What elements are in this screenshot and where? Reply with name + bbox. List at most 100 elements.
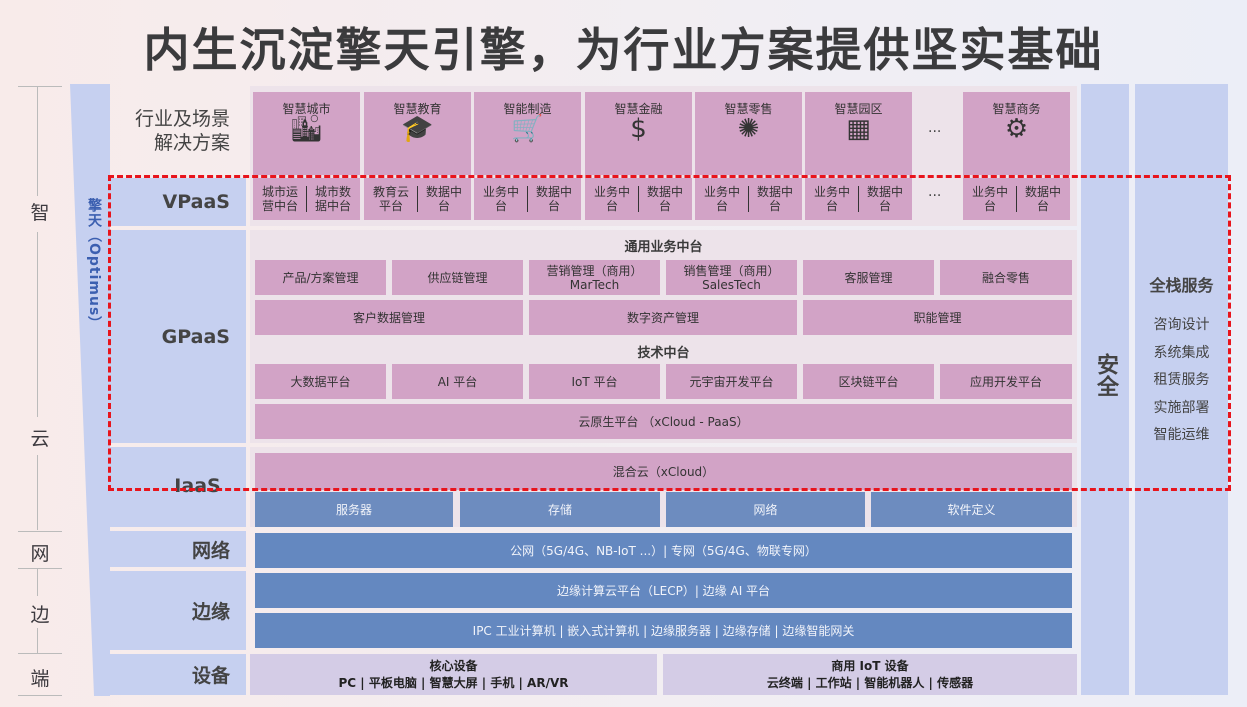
vpaas-item: 业务中台 bbox=[971, 185, 1008, 213]
iot-devices-title: 商用 IoT 设备 bbox=[831, 658, 909, 673]
business-item-text: 营销管理（商用）MarTech bbox=[546, 263, 643, 292]
tech-item: 应用开发平台 bbox=[940, 364, 1072, 399]
person-chart-icon: ⚙ bbox=[1004, 114, 1029, 144]
industry-card[interactable]: 智慧金融$ bbox=[585, 92, 692, 175]
vpaas-card: 业务中台数据中台 bbox=[585, 178, 692, 220]
vpaas-item: 数据中台 bbox=[866, 185, 903, 213]
vpaas-item: 数据中台 bbox=[535, 185, 572, 213]
brain-icon: ✺ bbox=[737, 114, 760, 144]
security-column: 安全 bbox=[1081, 84, 1129, 695]
business-item: 数字资产管理 bbox=[529, 300, 797, 335]
industry-card-name: 智能制造 bbox=[503, 102, 552, 116]
vpaas-item: 数据中台 bbox=[646, 185, 683, 213]
layer-label-network: 网络 bbox=[109, 531, 246, 567]
vpaas-card: 业务中台数据中台 bbox=[474, 178, 581, 220]
divider bbox=[748, 186, 749, 212]
engine-label: 擎天（Optimus） bbox=[86, 198, 102, 332]
industry-card-name: 智慧园区 bbox=[834, 102, 883, 116]
graduation-cap-icon: 🎓 bbox=[401, 114, 434, 144]
industry-label-text: 行业及场景解决方案 bbox=[134, 107, 230, 154]
divider bbox=[417, 186, 418, 212]
vpaas-item: 城市数据中台 bbox=[314, 185, 351, 213]
core-devices: 核心设备 PC | 平板电脑 | 智慧大屏 | 手机 | AR/VR bbox=[250, 654, 657, 695]
axis-line bbox=[37, 568, 38, 596]
page-title: 内生沉淀擎天引擎，为行业方案提供坚实基础 bbox=[143, 23, 1104, 77]
iaas-item: 软件定义 bbox=[871, 492, 1072, 527]
industry-card-name: 智慧商务 bbox=[992, 102, 1041, 116]
full-stack-item: 系统集成 bbox=[1153, 344, 1210, 361]
layer-label-iaas: IaaS bbox=[109, 447, 246, 527]
industry-card[interactable]: 智慧教育🎓 bbox=[364, 92, 471, 175]
tech-middle-title: 技术中台 bbox=[637, 346, 690, 361]
vpaas-card: 城市运营中台城市数据中台 bbox=[253, 178, 360, 220]
core-devices-title: 核心设备 bbox=[429, 658, 478, 673]
vpaas-item: 业务中台 bbox=[813, 185, 850, 213]
industry-card-name: 智慧零售 bbox=[724, 102, 773, 116]
vpaas-item: 数据中台 bbox=[425, 185, 462, 213]
industry-card-name: 智慧城市 bbox=[282, 102, 331, 116]
business-item: 职能管理 bbox=[803, 300, 1072, 335]
vpaas-item: 业务中台 bbox=[482, 185, 519, 213]
coin-dollar-icon: $ bbox=[630, 114, 647, 144]
vpaas-item: 业务中台 bbox=[593, 185, 630, 213]
industry-card[interactable]: 智慧园区▦ bbox=[805, 92, 912, 175]
ellipsis: ... bbox=[928, 184, 942, 200]
axis-line bbox=[37, 232, 38, 417]
axis-label: 云 bbox=[30, 428, 50, 450]
full-stack-item: 租赁服务 bbox=[1153, 372, 1210, 388]
tech-item: 区块链平台 bbox=[803, 364, 934, 399]
iaas-item: 服务器 bbox=[255, 492, 453, 527]
full-stack-item: 咨询设计 bbox=[1153, 317, 1210, 333]
full-stack-column: 全栈服务 咨询设计系统集成租赁服务实施部署智能运维 bbox=[1135, 84, 1228, 695]
vpaas-item: 数据中台 bbox=[1024, 185, 1061, 213]
vpaas-item: 业务中台 bbox=[703, 185, 740, 213]
cloud-native-platform: 云原生平台 （xCloud - PaaS） bbox=[255, 404, 1072, 439]
axis-line bbox=[37, 86, 38, 196]
axis-label: 端 bbox=[30, 668, 50, 690]
layer-label-gpaas: GPaaS bbox=[109, 230, 246, 443]
industry-card-name: 智慧金融 bbox=[614, 102, 663, 116]
iot-devices: 商用 IoT 设备云终端 | 工作站 | 智能机器人 | 传感器 bbox=[663, 654, 1077, 695]
axis-tick bbox=[18, 86, 62, 87]
industry-card[interactable]: 智能制造🛒 bbox=[474, 92, 581, 175]
industry-card[interactable]: 智慧零售✺ bbox=[695, 92, 802, 175]
axis-tick bbox=[18, 695, 62, 696]
business-item: 客服管理 bbox=[803, 260, 934, 295]
edge-hardware-bar: IPC 工业计算机 | 嵌入式计算机 | 边缘服务器 | 边缘存储 | 边缘智能… bbox=[255, 613, 1072, 648]
full-stack-title: 全栈服务 bbox=[1149, 276, 1214, 295]
cart-icon: 🛒 bbox=[511, 114, 544, 144]
business-item: 销售管理（商用）SalesTech bbox=[666, 260, 797, 295]
iaas-item: 存储 bbox=[460, 492, 660, 527]
vpaas-card: 教育云平台数据中台 bbox=[364, 178, 471, 220]
ellipsis: ... bbox=[928, 120, 942, 136]
network-bar: 公网（5G/4G、NB-IoT ...）| 专网（5G/4G、物联专网） bbox=[255, 533, 1072, 568]
core-devices-items: PC | 平板电脑 | 智慧大屏 | 手机 | AR/VR bbox=[338, 675, 569, 690]
business-item: 客户数据管理 bbox=[255, 300, 523, 335]
building-icon: ▦ bbox=[846, 114, 871, 144]
layer-label-device: 设备 bbox=[109, 654, 246, 695]
axis-tick bbox=[18, 653, 62, 654]
tech-item: 元宇宙开发平台 bbox=[666, 364, 797, 399]
hybrid-cloud: 混合云（xCloud） bbox=[255, 453, 1072, 490]
tech-item: 大数据平台 bbox=[255, 364, 386, 399]
tech-item: AI 平台 bbox=[392, 364, 523, 399]
edge-platform-bar: 边缘计算云平台（LECP）| 边缘 AI 平台 bbox=[255, 573, 1072, 608]
full-stack-item: 实施部署 bbox=[1153, 399, 1210, 416]
full-stack-item: 智能运维 bbox=[1153, 427, 1210, 443]
divider bbox=[306, 186, 307, 212]
business-middle-title: 通用业务中台 bbox=[624, 240, 703, 255]
vpaas-card: 业务中台数据中台 bbox=[805, 178, 912, 220]
layer-label-edge: 边缘 bbox=[109, 571, 246, 650]
industry-card[interactable]: 智慧城市🏙 bbox=[253, 92, 360, 175]
business-item: 产品/方案管理 bbox=[255, 260, 386, 295]
tech-item: IoT 平台 bbox=[529, 364, 660, 399]
divider bbox=[1016, 186, 1017, 212]
security-label: 安全 bbox=[1093, 352, 1118, 397]
business-item: 供应链管理 bbox=[392, 260, 523, 295]
industry-card[interactable]: 智慧商务⚙ bbox=[963, 92, 1070, 175]
iaas-item: 网络 bbox=[666, 492, 865, 527]
vpaas-item: 教育云平台 bbox=[372, 185, 409, 213]
vpaas-item: 城市运营中台 bbox=[261, 185, 298, 213]
business-item-text: 销售管理（商用）SalesTech bbox=[683, 263, 780, 292]
business-item: 融合零售 bbox=[940, 260, 1072, 295]
